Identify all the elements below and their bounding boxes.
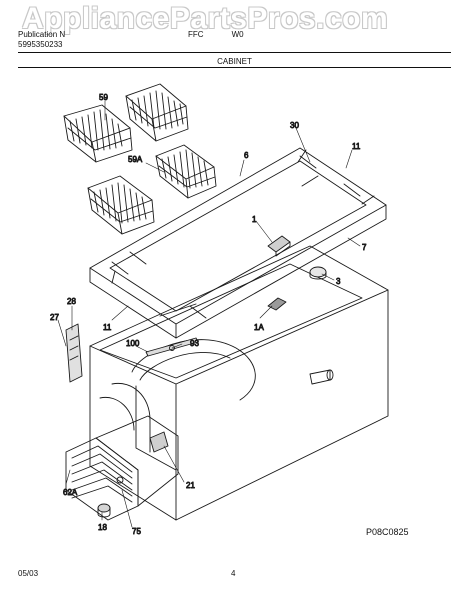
page-number: 4 <box>231 569 236 578</box>
drain-fitting <box>309 369 334 385</box>
rod-100-93 <box>145 337 199 357</box>
model-suffix: W0 <box>231 30 244 39</box>
model-prefix: FFC <box>188 30 204 39</box>
callout-62A: 62A <box>63 488 78 497</box>
callout-28: 28 <box>67 297 76 306</box>
lamp-assembly-1 <box>267 235 291 257</box>
footer-date: 05/03 <box>18 569 39 578</box>
thermostat-knob-3 <box>309 266 327 280</box>
header-rule <box>18 52 451 53</box>
basket-59-front <box>63 104 133 163</box>
publication-info: Publication N 5995350233 <box>18 30 65 50</box>
callout-21: 21 <box>186 481 195 490</box>
callout-59: 59 <box>99 93 108 102</box>
basket-59A-right <box>155 144 217 199</box>
callout-93: 93 <box>190 339 199 348</box>
section-rule <box>18 67 451 68</box>
cabinet-body <box>89 245 389 521</box>
switch-1A <box>267 297 287 311</box>
control-21 <box>149 431 169 453</box>
basket-59-rear <box>125 83 189 142</box>
publication-label: Publication N <box>18 30 66 39</box>
leader-lines <box>57 100 361 528</box>
callout-11-bottom: 11 <box>103 323 112 332</box>
callout-18: 18 <box>98 523 107 532</box>
grille-panel-75 <box>95 415 179 507</box>
lid-frame <box>89 147 387 339</box>
callout-7: 7 <box>362 243 367 252</box>
callout-59A: 59A <box>128 155 143 164</box>
callout-11-top: 11 <box>352 142 361 151</box>
callout-1: 1 <box>252 215 257 224</box>
callout-75: 75 <box>132 527 141 536</box>
publication-number: 5995350233 <box>18 40 63 49</box>
diagram-code: P08C0825 <box>366 527 409 537</box>
callout-100: 100 <box>126 339 140 348</box>
hinge-28 <box>65 323 83 383</box>
callout-3: 3 <box>336 277 341 286</box>
model-number: FFC W0 <box>188 30 244 39</box>
callout-27: 27 <box>50 313 59 322</box>
watermark-logo: AppliancePartsPros.com <box>22 2 389 35</box>
basket-59A-left <box>87 175 155 235</box>
callout-1A: 1A <box>254 323 264 332</box>
callout-6: 6 <box>244 151 249 160</box>
section-title: CABINET <box>217 57 252 66</box>
leg-18 <box>97 503 111 518</box>
callout-30: 30 <box>290 121 299 130</box>
